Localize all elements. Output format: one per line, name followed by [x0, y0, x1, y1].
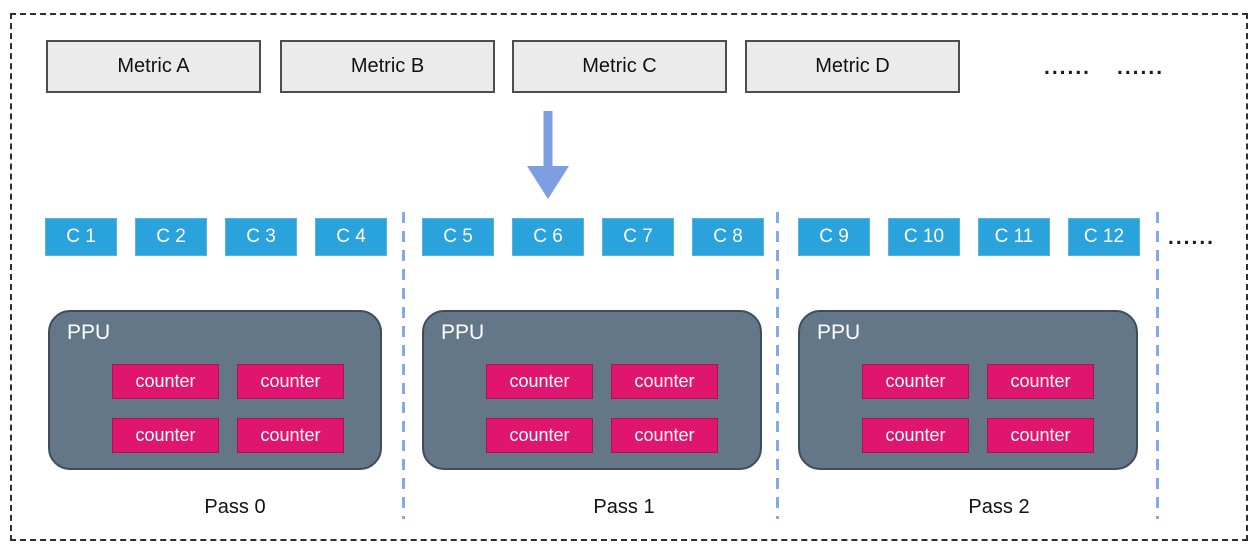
- channel-chip-c9: C 9: [798, 218, 870, 256]
- down-arrow-icon: [527, 111, 569, 199]
- metric-box-d: Metric D: [745, 40, 960, 93]
- ellipsis: ......: [1044, 56, 1092, 79]
- channel-chip-c11: C 11: [978, 218, 1050, 256]
- ellipsis: ......: [1117, 56, 1165, 79]
- channel-chip-c12: C 12: [1068, 218, 1140, 256]
- ellipsis: ......: [1168, 225, 1216, 249]
- pass-divider-1: [402, 212, 405, 519]
- pass-label-2: Pass 2: [968, 496, 1030, 518]
- counter-box: counter: [112, 418, 219, 453]
- channel-chip-c5: C 5: [422, 218, 494, 256]
- channel-chip-c2: C 2: [135, 218, 207, 256]
- counter-box: counter: [862, 364, 969, 399]
- metric-box-c: Metric C: [512, 40, 727, 93]
- chip-row-ellipsis: ......: [1168, 218, 1215, 257]
- channel-chip-c10: C 10: [888, 218, 960, 256]
- counter-box: counter: [987, 418, 1094, 453]
- channel-chip-c4: C 4: [315, 218, 387, 256]
- metric-box-a: Metric A: [46, 40, 261, 93]
- channel-chip-c1: C 1: [45, 218, 117, 256]
- pass-label-0: Pass 0: [204, 496, 266, 518]
- counter-box: counter: [862, 418, 969, 453]
- ppu-label: PPU: [817, 321, 861, 344]
- pass-divider-3: [1156, 212, 1159, 519]
- counter-box: counter: [237, 418, 344, 453]
- metric-box-b: Metric B: [280, 40, 495, 93]
- metric-row-ellipsis: ...... ......: [1044, 48, 1164, 88]
- ppu-label: PPU: [441, 321, 485, 344]
- ppu-label: PPU: [67, 321, 111, 344]
- counter-box: counter: [611, 418, 718, 453]
- channel-chip-c3: C 3: [225, 218, 297, 256]
- counter-box: counter: [237, 364, 344, 399]
- diagram-outer-frame: [10, 13, 1248, 541]
- pass-divider-2: [776, 212, 779, 519]
- ppu-box-pass0: PPU counter counter counter counter: [48, 310, 382, 470]
- channel-chip-c6: C 6: [512, 218, 584, 256]
- counter-box: counter: [611, 364, 718, 399]
- pass-label-1: Pass 1: [593, 496, 655, 518]
- counter-box: counter: [112, 364, 219, 399]
- counter-box: counter: [486, 418, 593, 453]
- ppu-box-pass1: PPU counter counter counter counter: [422, 310, 762, 470]
- channel-chip-c7: C 7: [602, 218, 674, 256]
- counter-box: counter: [486, 364, 593, 399]
- channel-chip-c8: C 8: [692, 218, 764, 256]
- counter-box: counter: [987, 364, 1094, 399]
- ppu-box-pass2: PPU counter counter counter counter: [798, 310, 1138, 470]
